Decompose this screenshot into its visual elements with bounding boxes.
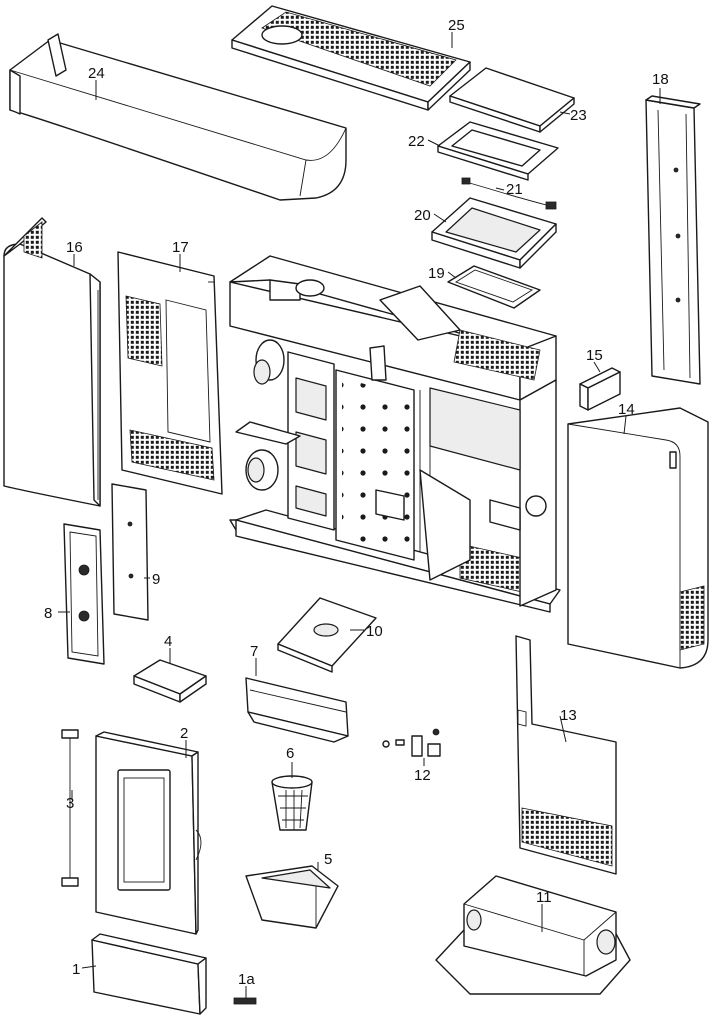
label-5: 5 — [324, 851, 332, 868]
part-2-door — [95, 731, 202, 935]
fan-motors — [235, 339, 547, 531]
label-1: 1 — [72, 961, 80, 978]
label-21: 21 — [506, 181, 523, 198]
part-20-tray — [431, 197, 557, 269]
part-21-cable — [461, 177, 557, 210]
part-16-left-side-panel — [3, 217, 101, 507]
label-15: 15 — [586, 347, 603, 364]
label-1a: 1a — [238, 971, 255, 988]
part-4-deflector — [133, 659, 207, 703]
part-19-gasket — [447, 265, 541, 309]
label-10: 10 — [366, 623, 383, 640]
part-7-bracket — [245, 677, 349, 743]
label-18: 18 — [652, 71, 669, 88]
label-16: 16 — [66, 239, 83, 256]
part-3-handle — [61, 729, 79, 887]
label-9: 9 — [152, 571, 160, 588]
part-12-fittings — [382, 728, 441, 757]
part-13-rear-panel — [515, 635, 617, 875]
part-8-door-frame — [63, 523, 105, 665]
part-1-lower-panel — [91, 933, 207, 1015]
label-11: 11 — [536, 889, 552, 906]
label-24: 24 — [88, 65, 105, 82]
label-14: 14 — [618, 401, 635, 418]
part-1a-small — [233, 997, 257, 1005]
label-4: 4 — [164, 633, 172, 650]
label-25: 25 — [448, 17, 465, 34]
leader-lines — [58, 32, 661, 998]
label-13: 13 — [560, 707, 577, 724]
label-7: 7 — [250, 643, 258, 660]
part-11-base — [435, 875, 631, 995]
label-8: 8 — [44, 605, 52, 622]
part-18-rear-bracket — [645, 95, 701, 385]
part-10-plate — [277, 597, 377, 673]
label-17: 17 — [172, 239, 189, 256]
label-20: 20 — [414, 207, 431, 224]
part-15-bracket — [579, 367, 621, 411]
label-19: 19 — [428, 265, 445, 282]
combustion-chamber — [287, 345, 471, 581]
part-22-frame — [437, 121, 559, 181]
part-9-strip — [111, 483, 149, 621]
label-23: 23 — [570, 107, 587, 124]
part-25-top-grille — [231, 5, 471, 111]
part-24-top-panel — [9, 33, 347, 201]
label-2: 2 — [180, 725, 188, 742]
part-number-labels: 25 24 23 22 21 20 19 18 17 16 15 14 13 1… — [44, 17, 669, 988]
label-3: 3 — [66, 795, 74, 812]
part-5-ash-tray — [245, 865, 339, 929]
part-23-plate — [449, 67, 575, 133]
part-6-burn-pot — [271, 775, 313, 831]
main-stove-body — [229, 255, 561, 613]
label-6: 6 — [286, 745, 294, 762]
label-12: 12 — [414, 767, 431, 784]
part-17-left-inner-panel — [117, 251, 223, 495]
label-22: 22 — [408, 133, 425, 150]
part-14-right-side-panel — [567, 407, 709, 669]
